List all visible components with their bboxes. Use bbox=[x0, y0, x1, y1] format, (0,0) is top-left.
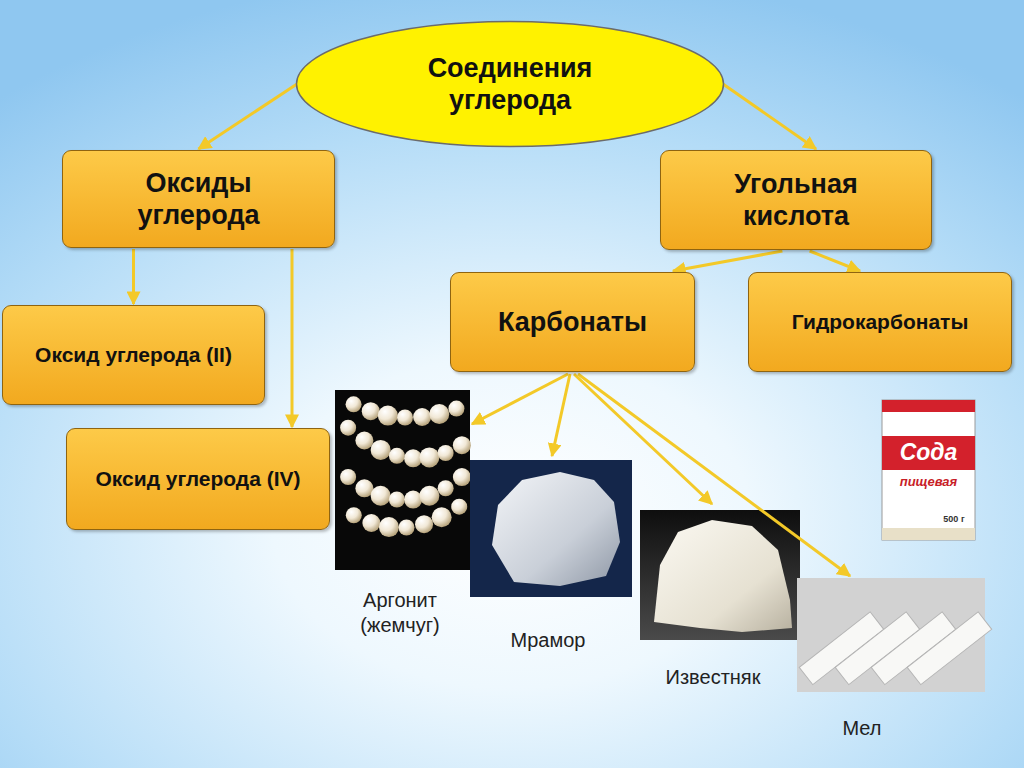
pearl bbox=[371, 486, 391, 506]
node-text: Оксид углерода (II) bbox=[35, 342, 232, 367]
pearl bbox=[451, 499, 467, 515]
chalk-stick bbox=[907, 612, 991, 685]
photo-caption: Мрамор bbox=[493, 628, 603, 653]
connector-arrow bbox=[723, 84, 816, 149]
pearl bbox=[371, 440, 391, 460]
pearl bbox=[355, 479, 373, 497]
photo-caption: Мел bbox=[822, 716, 902, 741]
pearl bbox=[340, 469, 356, 485]
pearl bbox=[340, 420, 356, 436]
marble-photo bbox=[470, 460, 632, 597]
pearl bbox=[355, 432, 373, 450]
pearl bbox=[453, 468, 471, 486]
pearl bbox=[399, 520, 415, 536]
pearl bbox=[346, 507, 362, 523]
salt-box: Гидрокарбонаты bbox=[748, 272, 1012, 372]
category-box: Оксиды углерода bbox=[62, 150, 335, 248]
soda-pack bbox=[882, 400, 975, 540]
connector-arrow bbox=[810, 251, 860, 271]
node-text: Оксид углерода (IV) bbox=[95, 466, 300, 491]
limestone-photo bbox=[640, 510, 800, 640]
photo-caption: Аргонит (жемчуг) bbox=[340, 588, 460, 638]
package-text: пищевая bbox=[884, 474, 973, 490]
pearl bbox=[419, 486, 439, 506]
chalk-sticks bbox=[799, 612, 991, 685]
package-text: 500 г bbox=[935, 514, 973, 525]
pearl bbox=[429, 404, 449, 424]
compound-box: Оксид углерода (IV) bbox=[66, 428, 330, 530]
pearl-photo bbox=[335, 390, 470, 570]
pearl bbox=[346, 396, 362, 412]
soda-band bbox=[882, 528, 975, 540]
pearl bbox=[432, 507, 452, 527]
node-text: Карбонаты bbox=[498, 306, 647, 338]
photo-caption: Известняк bbox=[648, 665, 778, 690]
pearl bbox=[397, 410, 413, 426]
pearl bbox=[389, 492, 405, 508]
carbonate-arrows bbox=[472, 374, 850, 576]
pearl bbox=[438, 480, 454, 496]
pearl-necklace bbox=[340, 396, 471, 537]
package-text: Сода bbox=[884, 438, 973, 467]
connector-arrow bbox=[199, 84, 298, 149]
pointer-arrow bbox=[472, 374, 568, 424]
node-text: Соединения углерода bbox=[395, 52, 625, 117]
salt-box: Карбонаты bbox=[450, 272, 695, 372]
connector-arrow bbox=[673, 251, 782, 271]
pearl bbox=[438, 445, 454, 461]
title-ellipse: Соединения углерода bbox=[295, 20, 725, 148]
pointer-arrow bbox=[552, 374, 570, 456]
ellipse-outline bbox=[295, 20, 725, 148]
pearl bbox=[362, 402, 380, 420]
pointer-arrow bbox=[578, 374, 850, 576]
pearl bbox=[413, 408, 431, 426]
node-text: Оксиды углерода bbox=[89, 167, 309, 232]
pearl bbox=[389, 448, 405, 464]
pearl bbox=[448, 401, 464, 417]
pearl bbox=[415, 515, 433, 533]
node-text: Угольная кислота bbox=[686, 168, 906, 233]
pearl bbox=[419, 447, 439, 467]
pearl bbox=[404, 491, 422, 509]
soda-band bbox=[882, 436, 975, 470]
category-box: Угольная кислота bbox=[660, 150, 932, 250]
soda-band bbox=[882, 400, 975, 412]
pearl bbox=[378, 406, 398, 426]
pearl bbox=[362, 514, 380, 532]
marble-rock bbox=[492, 472, 620, 586]
connector-arrow bbox=[291, 249, 294, 427]
title-ellipse-shape bbox=[297, 22, 724, 147]
pearl bbox=[453, 436, 471, 454]
soda-box bbox=[882, 400, 975, 540]
pearl bbox=[379, 517, 399, 537]
pointer-arrow bbox=[574, 374, 712, 504]
limestone-rock bbox=[654, 520, 792, 632]
connector-arrow bbox=[132, 249, 135, 304]
compound-box: Оксид углерода (II) bbox=[2, 305, 265, 405]
node-text: Гидрокарбонаты bbox=[792, 309, 969, 334]
